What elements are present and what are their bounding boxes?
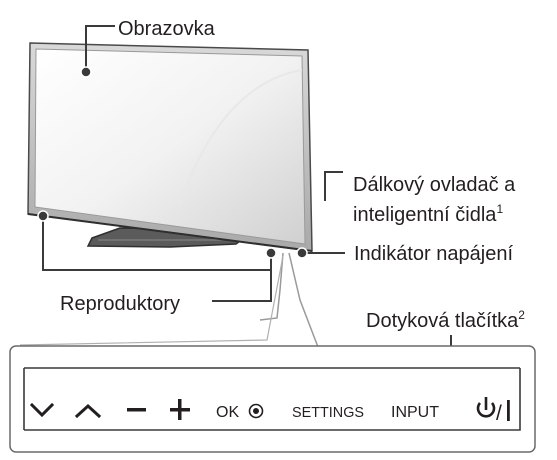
- power-icon: [476, 397, 496, 418]
- settings-button-label: SETTINGS: [292, 404, 364, 421]
- ok-button[interactable]: OK: [216, 403, 264, 421]
- svg-text:Dotyková tlačítka2: Dotyková tlačítka2: [366, 308, 525, 332]
- plus-icon: [170, 399, 190, 420]
- tv-set: [27, 42, 313, 252]
- touch-button-panel: [9, 345, 536, 453]
- speakers-label: Reproduktory: [60, 293, 180, 315]
- power-indicator-callout: Indikátor napájení: [296, 243, 513, 265]
- input-button[interactable]: INPUT: [391, 404, 439, 421]
- ok-button-label: OK: [216, 404, 239, 421]
- remote-sensor-callout: Dálkový ovladač a inteligentní čidla1: [324, 171, 516, 226]
- volume-down-button[interactable]: [127, 408, 146, 412]
- touch-buttons-footnote: 2: [518, 308, 525, 322]
- minus-icon: [127, 408, 146, 412]
- power-button-separator: /: [496, 402, 502, 425]
- power-button[interactable]: /: [476, 397, 510, 425]
- touch-buttons-label: Dotyková tlačítka: [366, 310, 519, 332]
- speakers-callout: Reproduktory: [37, 210, 277, 315]
- screen-callout: Obrazovka: [80, 18, 216, 78]
- chevron-down-icon: [29, 402, 55, 418]
- remote-sensor-label-line2: inteligentní čidla: [353, 204, 497, 226]
- record-dot-icon: [248, 403, 264, 419]
- power-indicator-label: Indikátor napájení: [354, 243, 513, 265]
- power-bar-icon: [507, 400, 510, 421]
- svg-text:inteligentní čidla1: inteligentní čidla1: [353, 202, 503, 226]
- volume-up-button[interactable]: [170, 399, 190, 420]
- channel-down-button[interactable]: [29, 402, 55, 418]
- channel-up-button[interactable]: [74, 403, 102, 419]
- remote-sensor-footnote: 1: [496, 202, 503, 216]
- input-button-label: INPUT: [391, 404, 439, 421]
- chevron-up-icon: [74, 403, 102, 419]
- settings-button[interactable]: SETTINGS: [292, 404, 364, 421]
- tv-screen: [34, 48, 306, 245]
- screen-label: Obrazovka: [118, 18, 216, 40]
- remote-sensor-label-line1: Dálkový ovladač a: [353, 174, 516, 196]
